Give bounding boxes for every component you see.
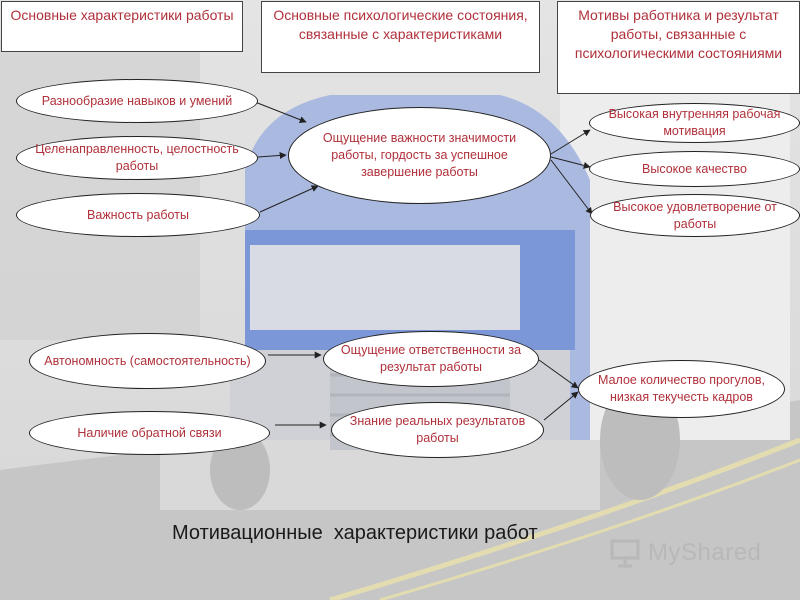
node-low-absenteeism: Малое количество прогулов, низкая текуче… (578, 360, 785, 418)
header-psych-states: Основные психологические состояния, связ… (261, 1, 540, 73)
node-task-identity: Целенаправленность, целостность работы (16, 136, 258, 180)
node-skill-variety: Разнообразие навыков и умений (16, 79, 258, 123)
watermark: MyShared (610, 538, 761, 568)
node-high-satisfaction: Высокое удовлетворение от работы (590, 194, 800, 237)
node-knowledge-of-results: Знание реальных результатов работы (331, 402, 544, 458)
arrow-variety-to-meaning (254, 101, 307, 123)
arrow-meaning-to-quality (550, 156, 591, 169)
node-experienced-responsibility: Ощущение ответственности за результат ра… (323, 331, 539, 387)
arrow-meaning-to-satisfaction (550, 159, 593, 215)
node-high-motivation: Высокая внутренняя рабочая мотивация (589, 103, 800, 143)
node-autonomy: Автономность (самостоятельность) (29, 333, 266, 389)
arrow-knowledge-to-absenteeism (543, 391, 579, 421)
node-task-significance: Важность работы (16, 193, 260, 237)
presentation-icon (610, 539, 640, 568)
node-high-quality: Высокое качество (589, 151, 800, 187)
header-motives-results: Мотивы работника и результат работы, свя… (557, 1, 800, 94)
node-experienced-meaningfulness: Ощущение важности значимости работы, гор… (288, 107, 551, 204)
arrow-responsibility-to-absenteeism (538, 359, 579, 389)
arrow-significance-to-meaning (259, 185, 319, 213)
arrow-identity-to-meaning (257, 151, 287, 159)
arrow-meaning-to-motivation (550, 129, 591, 155)
header-characteristics: Основные характеристики работы (1, 1, 243, 52)
node-feedback: Наличие обратной связи (29, 411, 270, 455)
slide-caption: Мотивационные характеристики работ (172, 522, 538, 544)
watermark-text: MyShared (648, 539, 762, 566)
